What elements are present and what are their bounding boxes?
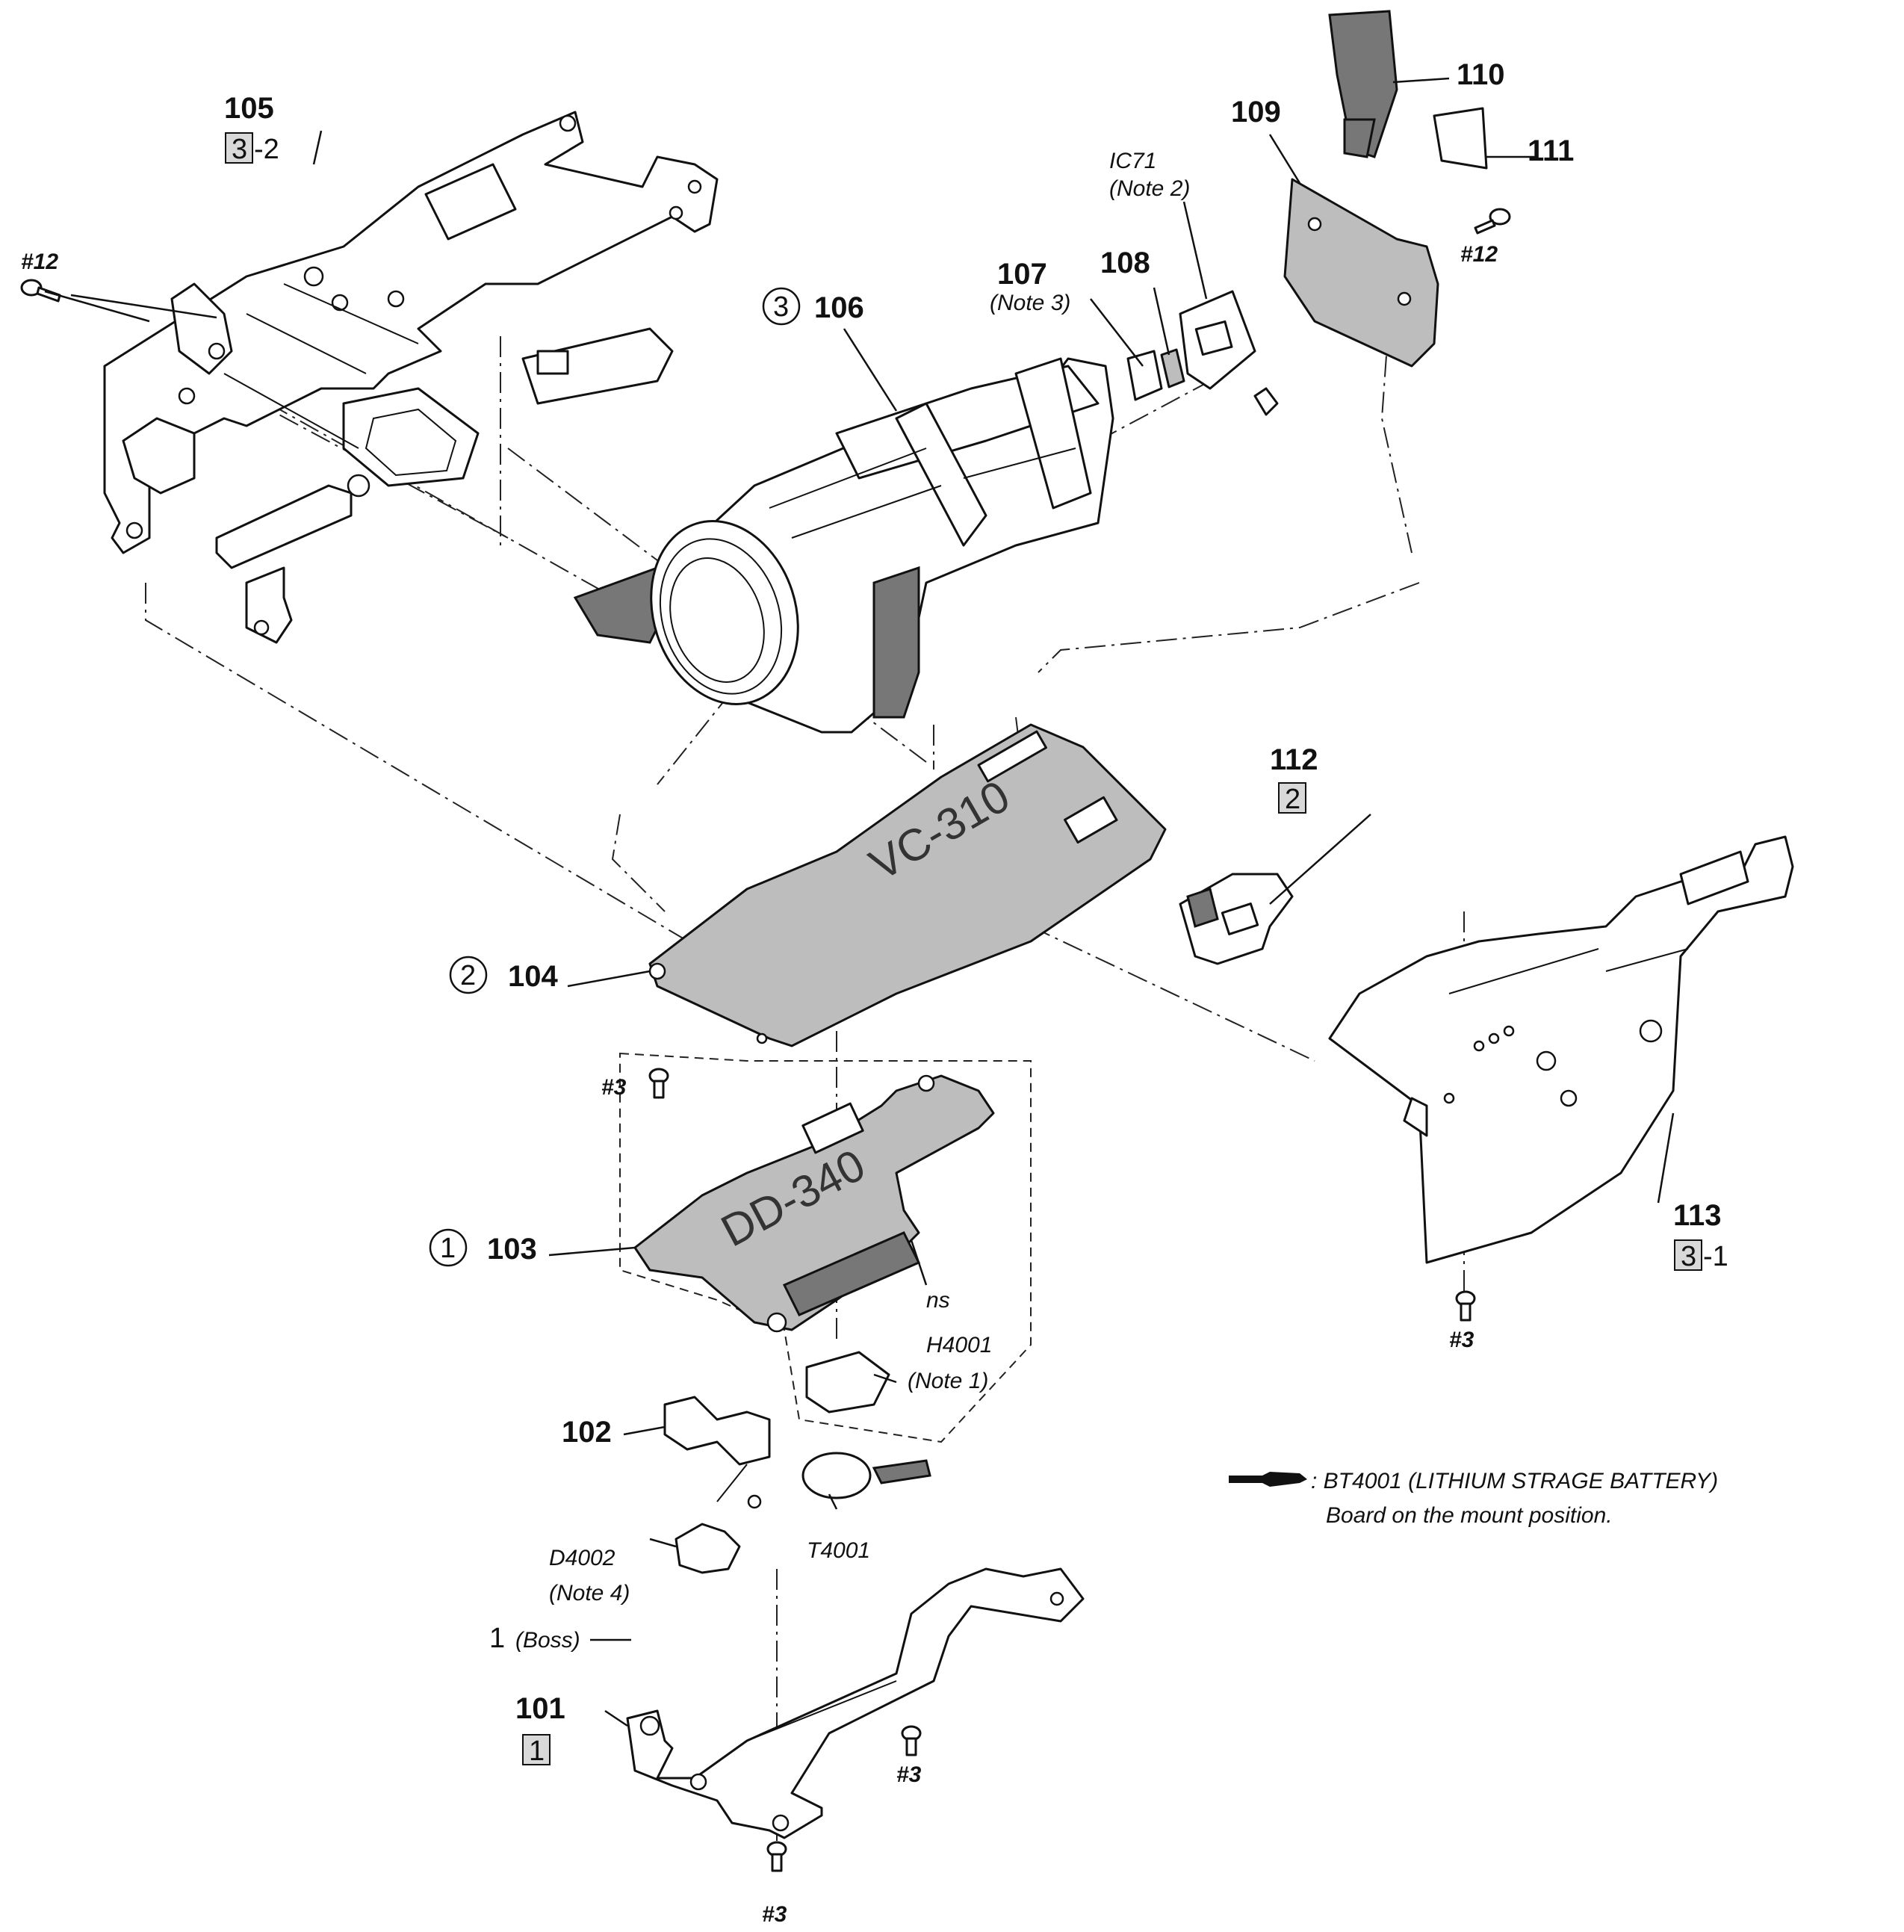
d4002-note: (Note 4) xyxy=(549,1581,630,1606)
screw-3-bottom-label: #3 xyxy=(762,1902,787,1927)
boss-label: (Boss) xyxy=(515,1628,580,1653)
part-102-number: 102 xyxy=(562,1416,612,1449)
ic71-label: IC71 xyxy=(1109,149,1156,173)
part-106-circle: 3 xyxy=(762,287,801,326)
h4001-label: H4001 xyxy=(926,1333,992,1357)
part-113-ref-box: 3 xyxy=(1681,1241,1696,1272)
board-104: VC-310 xyxy=(648,723,1167,1047)
frame-105 xyxy=(103,111,719,644)
screw-12-right-label: #12 xyxy=(1460,242,1498,267)
part-104-number: 104 xyxy=(508,960,558,993)
screw-12-left xyxy=(20,279,61,303)
boss-number: 1 xyxy=(489,1623,505,1654)
legend-line-2: Board on the mount position. xyxy=(1326,1503,1613,1528)
part-103-circle-num: 1 xyxy=(440,1233,456,1264)
screw-12-right xyxy=(1474,208,1511,235)
part-113-ref-suffix: -1 xyxy=(1703,1241,1728,1272)
battery-legend-icon xyxy=(1229,1472,1307,1487)
part-107-number: 107 xyxy=(997,258,1047,291)
legend-line-1: : BT4001 (LITHIUM STRAGE BATTERY) xyxy=(1311,1469,1718,1493)
part-105-ref-suffix: -2 xyxy=(254,134,279,165)
lens-block-106 xyxy=(573,357,1114,734)
leader-lines xyxy=(44,77,1675,1727)
screw-3-bracket xyxy=(1455,1290,1476,1322)
screw-12-left-label: #12 xyxy=(21,250,58,274)
screw-3-board xyxy=(648,1068,669,1099)
screw-3-bottom-center xyxy=(901,1725,922,1756)
part-101-ref: 1 xyxy=(522,1734,551,1767)
part-104-circle-num: 2 xyxy=(460,960,476,991)
part-112-ref-box: 2 xyxy=(1285,784,1300,815)
ns-label: ns xyxy=(926,1288,950,1313)
part-113-number: 113 xyxy=(1673,1199,1722,1232)
part-103-circle: 1 xyxy=(429,1228,468,1267)
part-103-number: 103 xyxy=(487,1233,537,1266)
part-111-number: 111 xyxy=(1528,134,1574,167)
ic71-note: (Note 2) xyxy=(1109,176,1190,201)
part-105-ref: 3 -2 xyxy=(225,132,279,165)
screw-3-bottom xyxy=(766,1841,787,1872)
part-101-ref-box: 1 xyxy=(529,1736,545,1767)
h4001-note: (Note 1) xyxy=(908,1369,988,1393)
bracket-101 xyxy=(626,1567,1085,1839)
switch-102 xyxy=(663,1396,771,1574)
screw-3-board-label: #3 xyxy=(601,1075,627,1100)
part-104-circle: 2 xyxy=(449,956,488,994)
part-112-ref: 2 xyxy=(1278,782,1306,815)
part-105-number: 105 xyxy=(224,92,274,125)
part-109-number: 109 xyxy=(1231,96,1281,129)
part-106-circle-num: 3 xyxy=(773,291,789,323)
part-101-number: 101 xyxy=(515,1692,565,1725)
battery-assembly xyxy=(801,1351,931,1499)
part-107-note: (Note 3) xyxy=(990,291,1070,315)
part-112-number: 112 xyxy=(1270,743,1318,776)
t4001-label: T4001 xyxy=(807,1538,870,1563)
part-113-ref: 3 -1 xyxy=(1674,1239,1728,1272)
part-110-number: 110 xyxy=(1457,58,1505,91)
part-108-number: 108 xyxy=(1100,247,1150,279)
screw-3-bracket-label: #3 xyxy=(1449,1328,1474,1352)
part-106-number: 106 xyxy=(814,291,864,324)
screw-3-bottom-center-label: #3 xyxy=(896,1762,922,1787)
sensor-assembly xyxy=(1126,10,1488,416)
d4002-label: D4002 xyxy=(549,1546,615,1570)
part-105-ref-box: 3 xyxy=(232,134,247,165)
connector-112 xyxy=(1179,873,1294,965)
frame-113 xyxy=(1328,835,1794,1264)
